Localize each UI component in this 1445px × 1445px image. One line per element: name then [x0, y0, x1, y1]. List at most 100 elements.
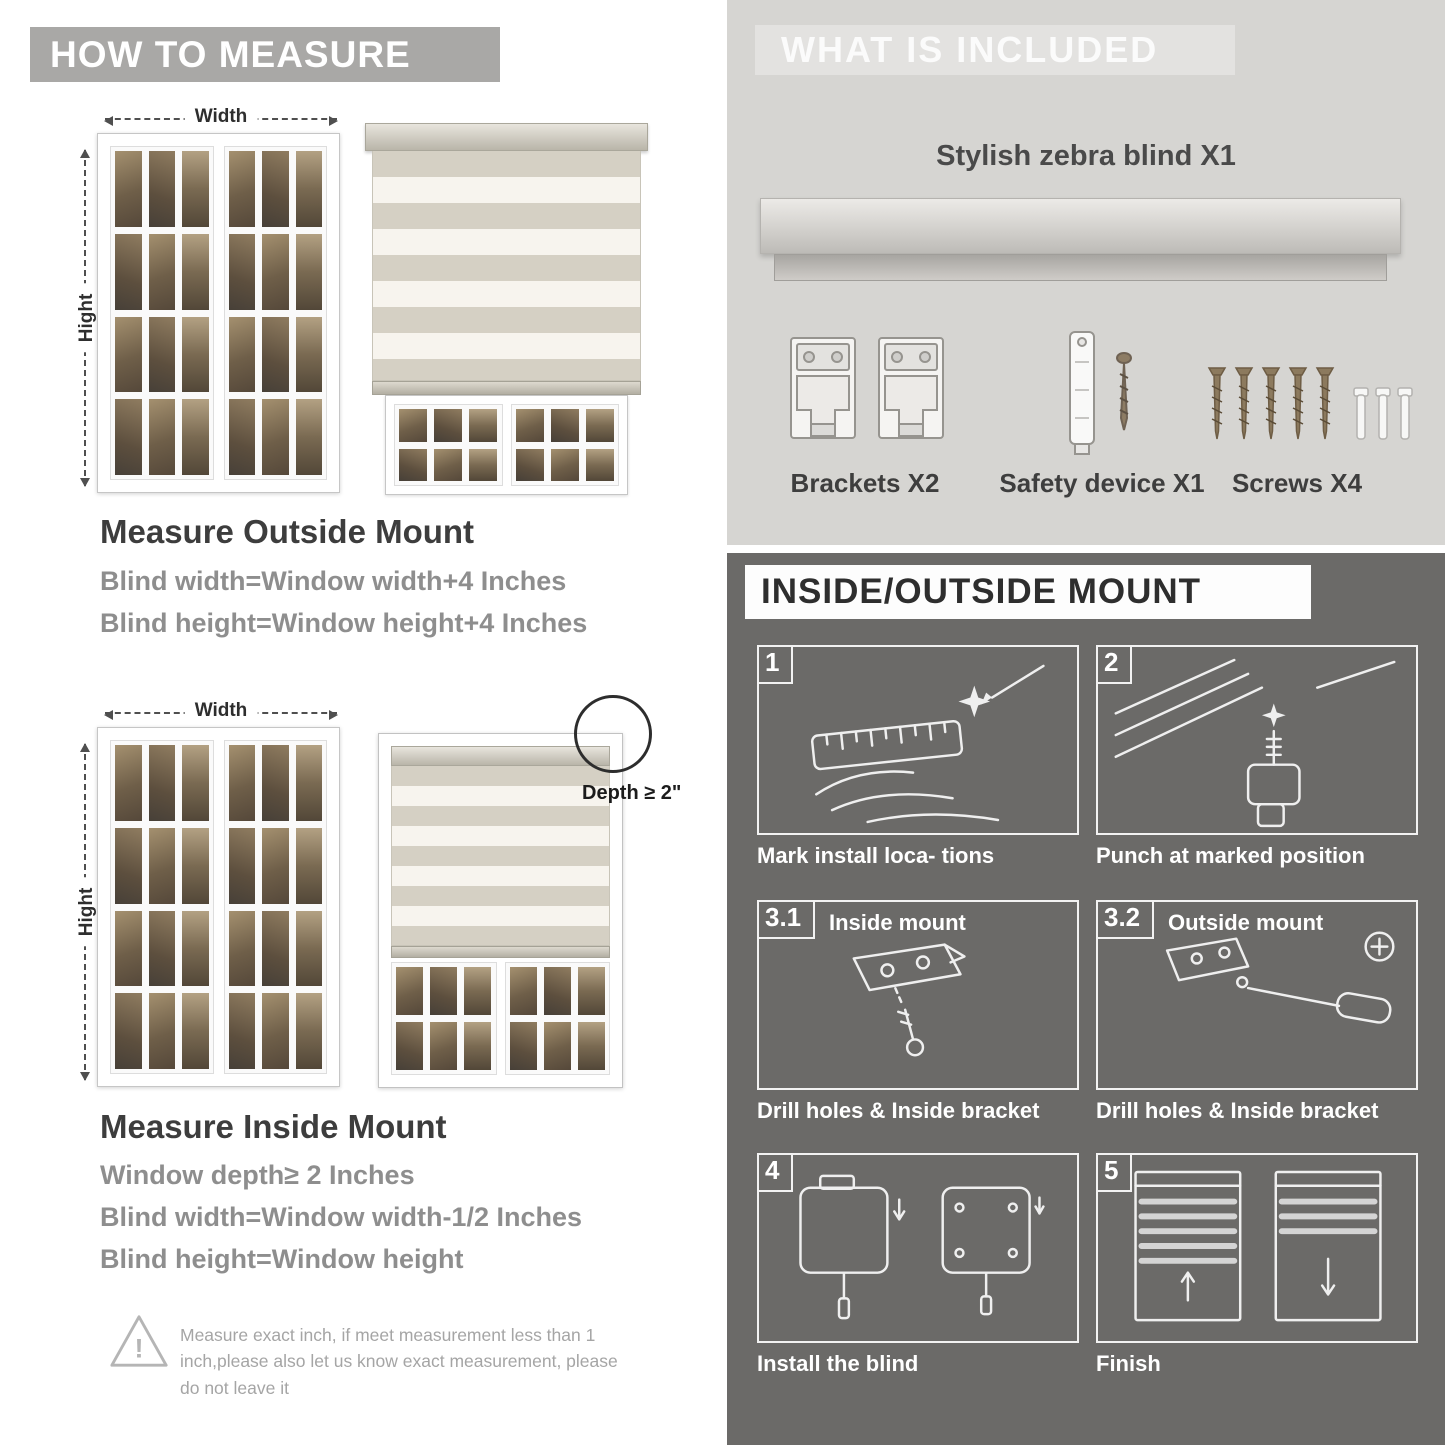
window-pane [228, 151, 255, 227]
how-to-measure-section: HOW TO MEASURE Width Hight Measure Outsi… [0, 0, 710, 1445]
step-caption: Punch at marked position [1096, 843, 1365, 868]
window-pane [295, 993, 322, 1069]
inside-bracket-illustration [852, 943, 966, 1057]
window-pane [262, 151, 289, 227]
blind-bottom-rail [391, 946, 610, 958]
inside-formula-width: Blind width=Window width-1/2 Inches [100, 1202, 583, 1232]
outside-mount-blind-illustration [365, 123, 648, 495]
window-pane [148, 233, 175, 310]
width-measure-arrow: Width [104, 700, 338, 722]
window-pane [228, 745, 255, 821]
window-sash [504, 962, 610, 1075]
window-pane [115, 316, 142, 393]
window-pane [464, 1022, 492, 1070]
window-pane [182, 316, 209, 393]
window-pane [585, 409, 614, 442]
step-3-1-box: 3.1 Inside mount [757, 900, 1079, 1090]
window-pane [515, 448, 544, 481]
step-5-box: 5 [1096, 1153, 1418, 1343]
window-pane [295, 233, 322, 310]
window-pane [182, 745, 209, 821]
window-pane [577, 1022, 605, 1070]
window-pane [543, 1022, 571, 1070]
window-pane [543, 967, 571, 1015]
window-sash [223, 146, 327, 480]
window-pane [148, 316, 175, 393]
how-to-measure-header: HOW TO MEASURE [30, 27, 500, 82]
step-3-1: 3.1 Inside mount Drill holes & Inside br… [757, 900, 1079, 1124]
window-pane [464, 967, 492, 1015]
window-pane [577, 967, 605, 1015]
window-pane [396, 1022, 424, 1070]
blind-headrail [365, 123, 648, 151]
window-pane [262, 827, 289, 904]
step-caption: Finish [1096, 1351, 1161, 1376]
warning-triangle-icon: ! [110, 1315, 168, 1367]
window-pane [182, 151, 209, 227]
window-pane [148, 151, 175, 227]
blind-headrail-valance [774, 254, 1387, 281]
window-pane [228, 827, 255, 904]
step-1-box: 1 [757, 645, 1079, 835]
zebra-stripes [372, 151, 641, 381]
window-pane [295, 316, 322, 393]
height-label: Hight [76, 877, 98, 947]
window-pane [430, 1022, 458, 1070]
step-4-box: 4 [757, 1153, 1079, 1343]
step-1: 1 Mark install loca- tions [757, 645, 1079, 869]
window-pane [182, 827, 209, 904]
step-caption: Install the blind [757, 1351, 919, 1376]
window-pane [228, 316, 255, 393]
step-caption: Mark install loca- tions [757, 843, 995, 868]
drill-ceiling-illustration [1114, 658, 1396, 828]
product-label: Stylish zebra blind X1 [936, 140, 1236, 172]
outside-mount-title: Measure Outside Mount [100, 513, 475, 550]
width-label: Width [184, 106, 258, 128]
outside-formula-width: Blind width=Window width+4 Inches [100, 566, 567, 596]
window-pane [469, 448, 498, 481]
blind-bottom-rail [372, 381, 641, 395]
step-2-box: 2 [1096, 645, 1418, 835]
inside-mount-blind-illustration [378, 733, 623, 1088]
window-pane [550, 409, 579, 442]
window-pane [228, 993, 255, 1069]
width-measure-arrow: Width [104, 106, 338, 128]
window-pane [396, 967, 424, 1015]
step-5: 5 Finish [1096, 1153, 1418, 1377]
window-pane [148, 745, 175, 821]
window-pane [148, 827, 175, 904]
brackets-label: Brackets X2 [790, 468, 940, 498]
step-number: 5 [1096, 1153, 1133, 1192]
window-pane [228, 910, 255, 987]
step-3-2-box: 3.2 Outside mount [1096, 900, 1418, 1090]
window-pane [295, 399, 322, 475]
inside-formula-depth: Window depth≥ 2 Inches [100, 1160, 415, 1190]
window-pane [295, 151, 322, 227]
step-3-2: 3.2 Outside mount Drill holes & Inside b… [1096, 900, 1418, 1124]
step-number: 4 [757, 1153, 794, 1192]
window-pane [550, 448, 579, 481]
window-sash [391, 962, 497, 1075]
window-sash [110, 740, 214, 1074]
step-number: 2 [1096, 645, 1133, 684]
window-pane [515, 409, 544, 442]
window-pane [115, 910, 142, 987]
mount-instructions-section: INSIDE/OUTSIDE MOUNT 1 Mark install loca… [727, 553, 1445, 1445]
depth-callout-circle [574, 695, 652, 773]
outside-bracket-illustration [1165, 931, 1395, 1024]
inside-mount-label: Inside mount [829, 910, 966, 935]
window-pane [262, 233, 289, 310]
install-blind-illustration [799, 1174, 1045, 1320]
window-pane [434, 409, 463, 442]
screws-label: Screws X4 [1231, 468, 1363, 498]
window-pane [115, 151, 142, 227]
window-pane [434, 448, 463, 481]
outside-formula-height: Blind height=Window height+4 Inches [100, 608, 588, 638]
measurement-warning-text: Measure exact inch, if meet measurement … [180, 1325, 618, 1398]
window-pane [148, 993, 175, 1069]
window-pane [182, 399, 209, 475]
window-pane [469, 409, 498, 442]
window-pane [509, 967, 537, 1015]
step-number: 1 [757, 645, 794, 684]
